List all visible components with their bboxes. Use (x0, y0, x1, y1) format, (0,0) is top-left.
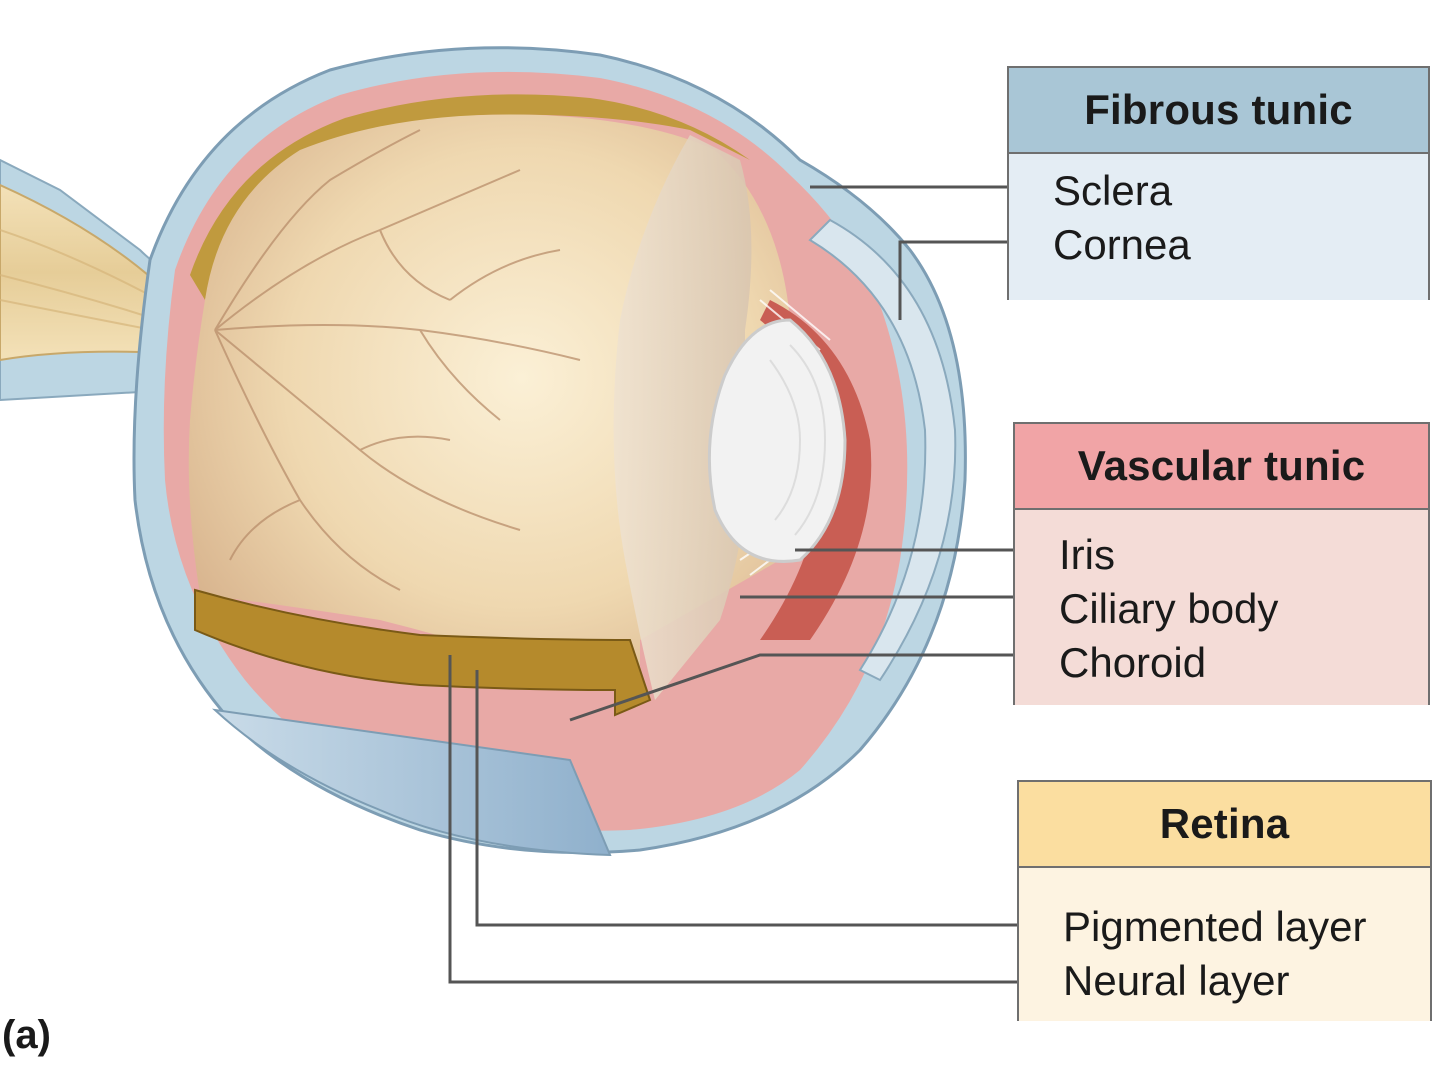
legend-fibrous-title: Fibrous tunic (1009, 68, 1428, 154)
leader-lines (448, 185, 1050, 984)
leader-pigmented-layer (475, 670, 1050, 927)
cornea (808, 218, 957, 682)
neural-layer-cut (194, 588, 652, 717)
legend-retina: Retina Pigmented layer Neural layer (1017, 780, 1432, 1021)
legend-vascular-body: Iris Ciliary body Choroid (1015, 510, 1428, 705)
iris (760, 300, 872, 640)
panel-label: (a) (2, 1013, 51, 1057)
legend-item-cornea: Cornea (1053, 221, 1191, 268)
legend-item-neural-layer: Neural layer (1063, 957, 1290, 1004)
legend-fibrous-body: Sclera Cornea (1009, 154, 1428, 300)
leader-cornea (898, 240, 1050, 320)
legend-vascular-tunic: Vascular tunic Iris Ciliary body Choroid (1013, 422, 1430, 705)
legend-retina-body: Pigmented layer Neural layer (1019, 868, 1430, 1021)
legend-item-choroid: Choroid (1059, 639, 1207, 686)
leader-neural-layer (448, 655, 1050, 984)
legend-retina-title: Retina (1019, 782, 1430, 868)
legend-vascular-title: Vascular tunic (1015, 424, 1428, 510)
sclera-cut-face (211, 708, 612, 857)
legend-item-sclera: Sclera (1053, 167, 1173, 214)
legend-item-iris: Iris (1059, 531, 1115, 578)
ciliary-body (613, 135, 752, 700)
legend-item-pigmented-layer: Pigmented layer (1063, 903, 1367, 950)
legend-fibrous-tunic: Fibrous tunic Sclera Cornea (1007, 66, 1430, 300)
lens-rings (769, 344, 827, 536)
retinal-vessels (214, 129, 581, 591)
legend-item-ciliary-body: Ciliary body (1059, 585, 1279, 632)
leader-choroid (569, 653, 1050, 722)
lens (707, 318, 847, 563)
